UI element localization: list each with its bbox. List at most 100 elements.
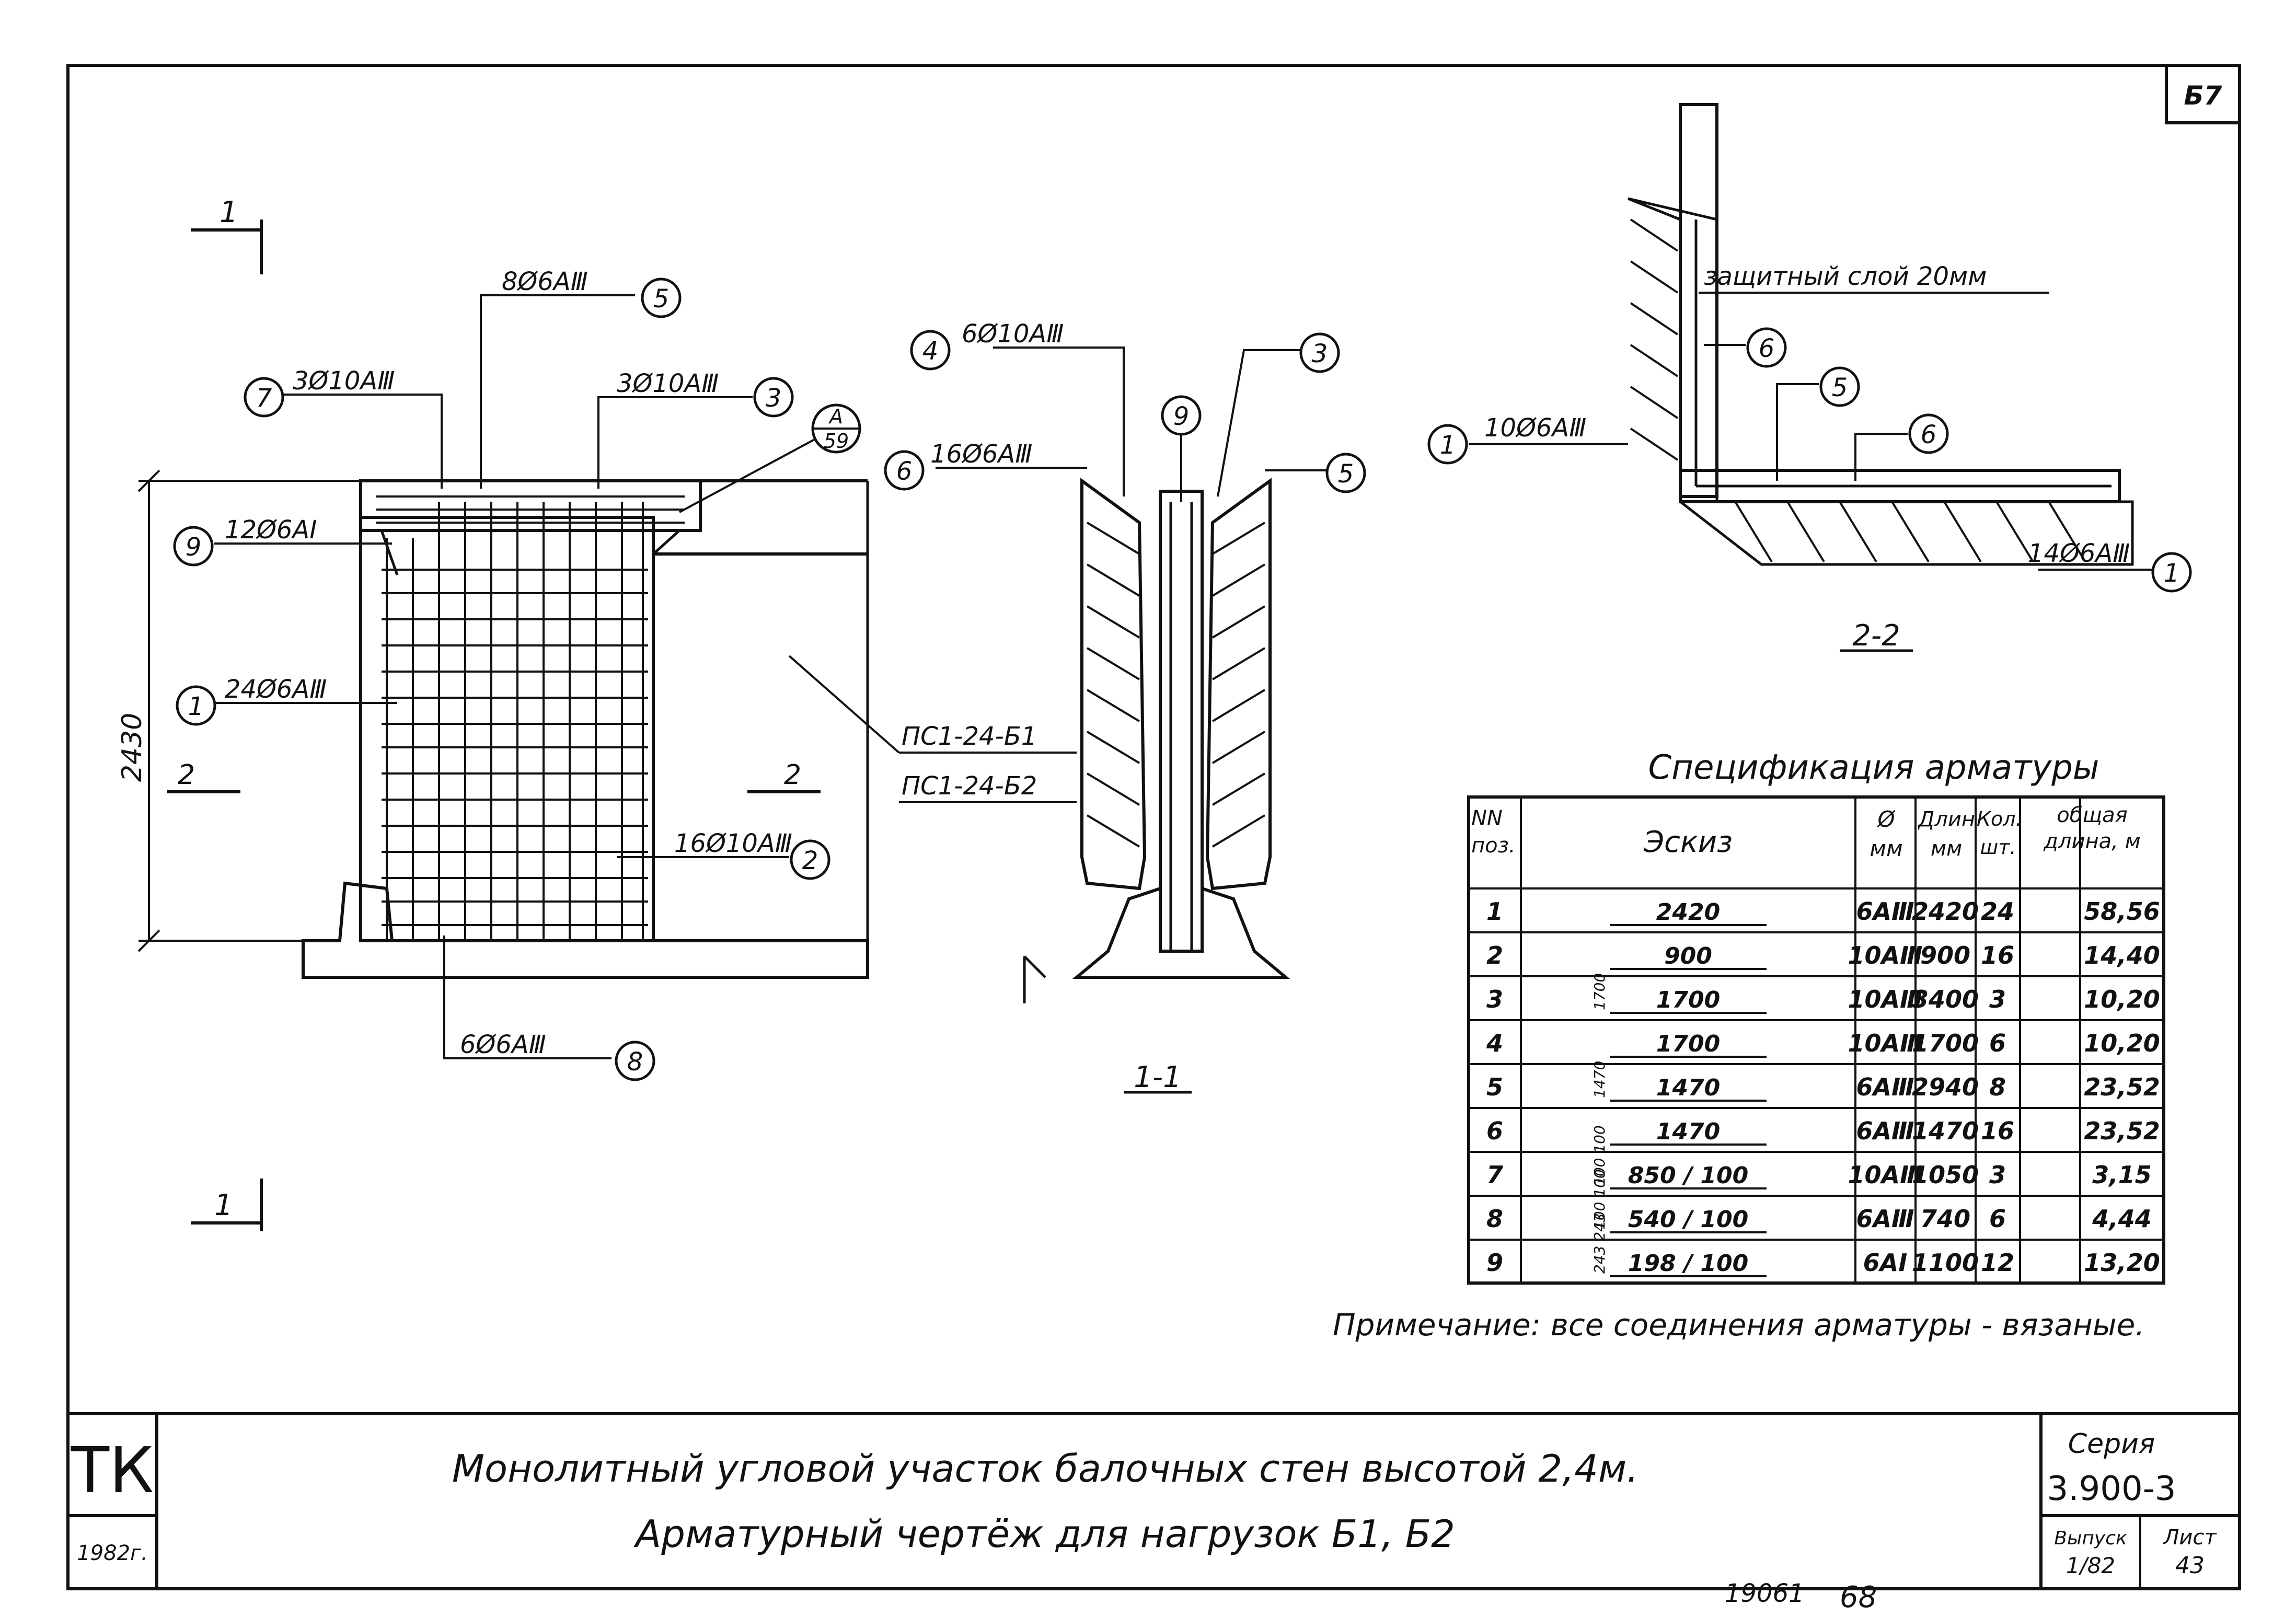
spec-cell-diam: 10АⅢ: [1848, 985, 1922, 1013]
callout-9-label: 12Ø6АⅠ: [225, 515, 317, 545]
drawing-title-line2: Арматурный чертёж для нагрузок Б1, Б2: [633, 1512, 1455, 1556]
callout-8-number: 8: [627, 1047, 643, 1077]
spec-cell-total: 3,15: [2092, 1161, 2152, 1189]
footer-page: 68: [1840, 1580, 1877, 1614]
reinforcement-grid: [376, 495, 685, 941]
spec-cell-pos: 4: [1486, 1029, 1503, 1057]
spec-cell-pos: 1: [1486, 897, 1503, 926]
section-mark-2-left: 2: [178, 759, 195, 791]
spec-cell-length: 1050: [1912, 1161, 1979, 1189]
section-1-1: 6Ø10АⅢ 4 16Ø6АⅢ 6 9 3 5 1-1: [884, 319, 1366, 1094]
s22-callout-6b-number: 6: [1921, 420, 1937, 449]
spec-cell-diam: 6АⅠ: [1863, 1249, 1908, 1277]
section-2-2: защитный слой 20мм 6 5 6 10Ø6АⅢ 1 14Ø6АⅢ…: [1427, 103, 2192, 653]
spec-cell-sketch: 900: [1664, 943, 1712, 969]
spec-cell-pos: 8: [1486, 1205, 1503, 1233]
callout-7-label: 3Ø10АⅢ: [293, 366, 395, 396]
spec-cell-pos: 7: [1486, 1161, 1503, 1189]
s11-callout-5-number: 5: [1338, 459, 1354, 489]
spec-cell-total: 4,44: [2092, 1205, 2152, 1233]
spec-cell-total: 10,20: [2084, 1029, 2160, 1057]
stamp-tk: ТК: [71, 1435, 154, 1507]
hatch-2-2: [1630, 218, 2086, 563]
spec-table: Спецификация арматуры NN поз. Эскиз: [1333, 748, 2165, 1343]
header-total-wrap: общая длина, м: [2044, 803, 2141, 853]
spec-sketch-side: 243 243: [1591, 1213, 1608, 1274]
spec-cell-qty: 24: [1981, 897, 2014, 926]
spec-cell-length: 1700: [1912, 1029, 1979, 1057]
spec-cell-diam: 10АⅢ: [1848, 941, 1922, 969]
stamp-year: 1982г.: [77, 1541, 148, 1565]
header-qty-wrap: Кол. шт.: [1977, 807, 2020, 859]
spec-sketch-side: 1470: [1591, 1061, 1608, 1098]
callout-9-number: 9: [186, 533, 202, 562]
spec-cell-sketch: 1700: [1656, 1031, 1720, 1057]
spec-cell-qty: 12: [1981, 1249, 2014, 1277]
header-total: общая длина, м: [2044, 803, 2141, 853]
outer-frame: [66, 64, 2241, 1590]
protective-layer-label: защитный слой 20мм: [1704, 262, 1987, 291]
spec-cell-pos: 6: [1486, 1117, 1503, 1145]
s11-callout-4-label: 6Ø10АⅢ: [962, 319, 1064, 349]
section-mark-bottom: 1: [214, 1188, 233, 1222]
spec-cell-sketch: 850 / 100: [1628, 1162, 1748, 1189]
spec-table-title: Спецификация арматуры: [1648, 748, 2099, 787]
section-1-1-title: 1-1: [1134, 1060, 1181, 1094]
top-beam: [359, 479, 702, 532]
spec-cell-sketch: 198 / 100: [1628, 1250, 1748, 1277]
section-mark-top: 1: [220, 195, 238, 229]
header-length-wrap: Длина мм: [1918, 807, 1975, 861]
spec-cell-sketch: 2420: [1656, 899, 1720, 926]
spec-cell-diam: 6АⅢ: [1856, 1073, 1914, 1101]
spec-cell-length: 1100: [1912, 1249, 1979, 1277]
spec-cell-total: 10,20: [2084, 985, 2160, 1013]
hatch-1-1: [1086, 522, 1266, 848]
spec-cell-sketch: 1700: [1656, 987, 1720, 1013]
callout-3-number: 3: [766, 384, 782, 413]
spec-cell-total: 58,56: [2084, 897, 2160, 926]
footer-code: 19061: [1725, 1579, 1805, 1608]
height-dimension: 2430: [117, 713, 148, 782]
spec-cell-qty: 8: [1989, 1073, 2006, 1101]
spec-cell-length: 2420: [1912, 897, 1979, 926]
spec-cell-qty: 16: [1981, 941, 2014, 969]
spec-cell-sketch: 1470: [1656, 1075, 1720, 1101]
header-diam-wrap: Ø мм: [1870, 806, 1903, 861]
panel-label-b1: ПС1-24-Б1: [902, 722, 1037, 751]
drawing-title-line1: Монолитный угловой участок балочных стен…: [452, 1447, 1639, 1491]
spec-cell-total: 13,20: [2084, 1249, 2160, 1277]
panel-label-b2: ПС1-24-Б2: [902, 771, 1037, 801]
section-mark-2-right: 2: [784, 759, 801, 791]
callout-3-label: 3Ø10АⅢ: [617, 369, 719, 398]
header-diam: Ø мм: [1870, 806, 1903, 861]
s22-callout-6a-number: 6: [1759, 334, 1775, 363]
spec-cell-length: 900: [1920, 941, 1970, 969]
spec-sketch-side: 100 100: [1591, 1125, 1608, 1186]
s11-callout-9-number: 9: [1173, 402, 1190, 431]
s22-callout-1a-label: 10Ø6АⅢ: [1484, 413, 1586, 443]
vyp-label: Выпуск: [2054, 1528, 2127, 1549]
spec-cell-qty: 6: [1989, 1029, 2006, 1057]
spec-cell-pos: 9: [1486, 1249, 1503, 1277]
sheet-code-box: [2165, 64, 2241, 124]
header-qty: Кол. шт.: [1977, 807, 2020, 859]
vyp-value: 1/82: [2066, 1553, 2115, 1578]
callout-2-number: 2: [802, 846, 818, 875]
spec-cell-diam: 6АⅢ: [1856, 1117, 1914, 1145]
series-label: Серия: [2068, 1428, 2155, 1460]
header-sketch: Эскиз: [1643, 825, 1733, 859]
spec-cell-diam: 10АⅢ: [1848, 1029, 1922, 1057]
spec-note: Примечание: все соединения арматуры - вя…: [1333, 1307, 2145, 1343]
spec-sketch-side: 100 100: [1591, 1169, 1608, 1230]
list-value: 43: [2175, 1552, 2205, 1579]
callout-5-label: 8Ø6АⅢ: [502, 267, 588, 296]
spec-cell-qty: 3: [1989, 985, 2006, 1013]
s22-callout-1b-label: 14Ø6АⅢ: [2028, 539, 2130, 568]
spec-cell-diam: 10АⅢ: [1848, 1161, 1922, 1189]
spec-cell-qty: 16: [1981, 1117, 2014, 1145]
callout-1-number: 1: [188, 692, 204, 721]
callout-2-label: 16Ø10АⅢ: [674, 829, 792, 858]
sheet-code: Б7: [2184, 80, 2222, 111]
section-2-2-title: 2-2: [1852, 619, 1900, 653]
spec-cell-total: 23,52: [2084, 1073, 2160, 1101]
